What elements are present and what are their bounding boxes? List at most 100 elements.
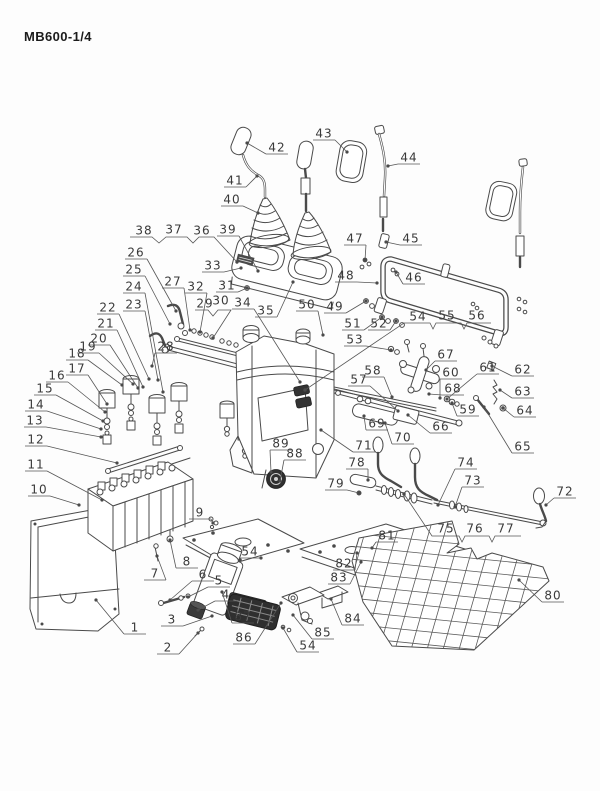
leader-line — [269, 449, 272, 473]
leader-dot — [131, 382, 135, 386]
leader-dot — [366, 478, 370, 482]
leader-dot — [445, 397, 449, 401]
diagram-shape — [234, 537, 252, 547]
diagram-shape — [191, 328, 197, 334]
diagram-shape — [374, 124, 385, 135]
diagram-shape — [126, 420, 136, 431]
handrail — [359, 233, 528, 349]
diagram-shape — [153, 422, 161, 430]
diagram-shape — [107, 445, 181, 470]
leader-dot — [156, 378, 160, 382]
joystick-shaft — [241, 153, 267, 199]
callout-label-17: 17 — [68, 362, 85, 376]
diagram-shape — [230, 597, 277, 627]
callout-label-15: 15 — [36, 382, 53, 396]
diagram-shape — [487, 339, 493, 345]
mirror-right — [485, 180, 518, 222]
callout-label-69: 69 — [368, 417, 385, 431]
diagram-shape — [493, 343, 499, 349]
callout-label-1: 1 — [131, 621, 140, 635]
callout-label-67: 67 — [437, 348, 454, 362]
leader-dot — [386, 164, 390, 168]
leader-dot — [269, 470, 273, 474]
diagram-shape — [248, 233, 290, 249]
valve-bank — [87, 445, 194, 552]
callout-label-23: 23 — [125, 298, 142, 312]
callout-label-40: 40 — [223, 193, 240, 207]
leader-line — [387, 163, 399, 167]
diagram-shape — [385, 318, 391, 324]
diagram-shape — [392, 405, 420, 425]
leader-line — [183, 287, 191, 331]
leader-line — [383, 376, 393, 398]
diagram-shape — [321, 591, 343, 609]
diagram-shape — [236, 365, 335, 373]
leader-line — [437, 468, 456, 506]
leader-line — [199, 292, 208, 333]
diagram-shape — [454, 401, 460, 407]
leader-line — [87, 359, 123, 386]
leader-line — [116, 329, 144, 388]
callout-label-30: 30 — [212, 294, 229, 308]
diagram-shape — [399, 360, 407, 368]
leader-dot — [245, 286, 249, 290]
diagram-shape — [380, 485, 388, 495]
mirror — [335, 140, 368, 184]
diagram-shape — [335, 390, 341, 396]
leader-dot — [355, 551, 359, 555]
diagram-shape — [366, 261, 372, 267]
diagram-shape — [290, 595, 296, 601]
diagram-shape — [394, 489, 402, 499]
leader-line — [395, 271, 404, 285]
leader-dot — [105, 402, 109, 406]
diagram-shape — [30, 588, 120, 599]
callout-label-62: 62 — [514, 363, 531, 377]
callout-label-4: 4 — [222, 588, 231, 602]
diagram-shape — [226, 340, 232, 346]
rubber-boot — [290, 211, 332, 261]
leader-dot — [161, 390, 165, 394]
leader-dot — [359, 560, 363, 564]
leader-dot — [345, 150, 349, 154]
joystick-grip — [230, 126, 252, 156]
leader-dot — [319, 428, 323, 432]
callout-label-5: 5 — [215, 574, 224, 588]
leader-line — [349, 561, 362, 585]
diagram-shape — [286, 627, 292, 633]
diagram-shape — [104, 424, 110, 430]
diagram-shape — [339, 144, 364, 179]
leader-line — [118, 313, 150, 380]
diagram-shape — [233, 342, 239, 348]
leader-dot — [517, 578, 521, 582]
diagram-shape — [236, 373, 335, 381]
callout-label-46: 46 — [405, 271, 422, 285]
leader-dot — [120, 383, 124, 387]
leader-dot — [390, 395, 394, 399]
joystick-grip — [296, 140, 314, 170]
callout-label-33: 33 — [204, 259, 221, 273]
leader-dot — [362, 414, 366, 418]
leader-dot — [188, 328, 192, 332]
callout-label-27: 27 — [164, 275, 181, 289]
leader-line — [330, 598, 343, 626]
callout-label-41: 41 — [226, 174, 243, 188]
diagram-shape — [168, 464, 176, 472]
diagram-shape — [481, 335, 487, 341]
diagram-shape — [199, 626, 205, 632]
control-levers — [349, 436, 439, 505]
diagram-shape — [290, 245, 332, 261]
diagram-shape — [127, 403, 135, 411]
leader-dot — [94, 598, 98, 602]
diagram-shape — [318, 550, 322, 554]
leader-dot — [281, 626, 285, 630]
diagram-shape — [175, 410, 183, 418]
diagram-shape — [158, 600, 164, 606]
diagram-shape — [332, 544, 336, 548]
lever-brackets — [280, 585, 349, 633]
rubber-boot — [248, 197, 291, 249]
leader-dot — [198, 330, 202, 334]
callout-label-20: 20 — [90, 332, 107, 346]
leader-dot — [291, 613, 295, 617]
rail-foot — [373, 297, 387, 315]
lever-knob — [533, 487, 545, 505]
